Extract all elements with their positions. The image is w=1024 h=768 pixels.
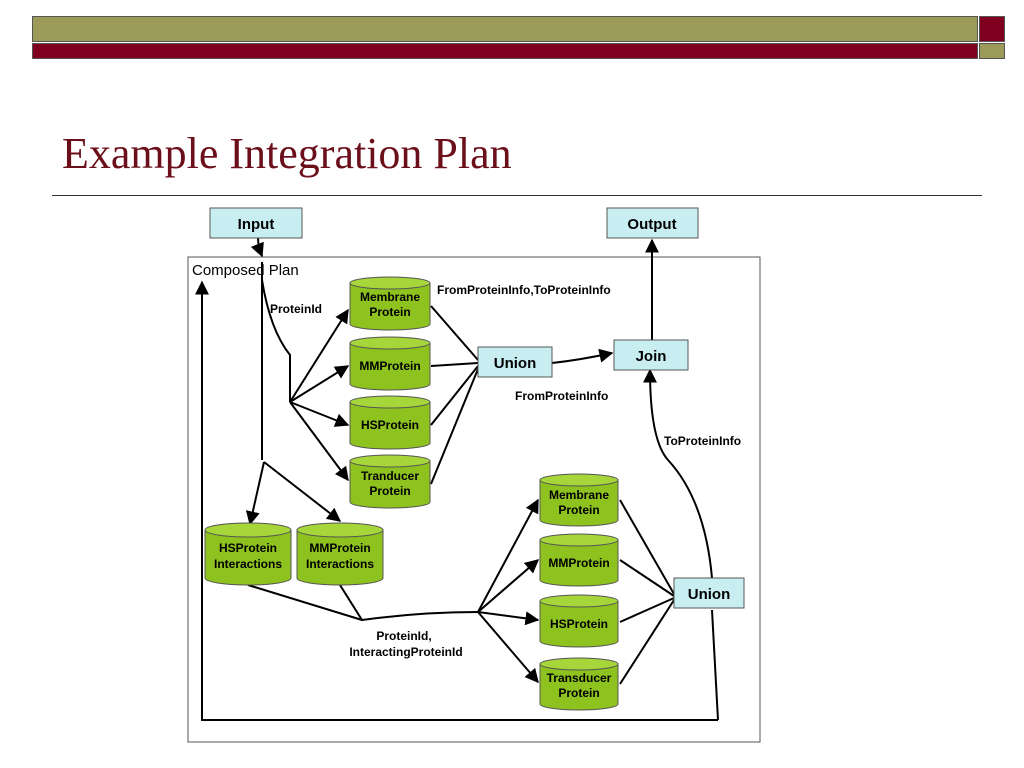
output-label: Output: [627, 216, 676, 233]
source-label-line1: MMProtein: [359, 359, 420, 373]
join-box: Join: [613, 339, 689, 371]
source-top-tranducer-protein: Tranducer Protein: [349, 454, 431, 509]
header-square-red: [979, 16, 1005, 42]
title-rule: [52, 195, 982, 196]
connectors: [195, 237, 719, 721]
union-bottom-label: Union: [688, 586, 731, 603]
source-label-line1: Transducer: [547, 671, 612, 685]
source-bottom-hsprotein: HSProtein: [539, 594, 619, 648]
source-bottom-mmprotein: MMProtein: [539, 533, 619, 587]
source-top-hsprotein: HSProtein: [349, 395, 431, 450]
source-label-line1: HSProtein: [550, 617, 608, 631]
header-square-olive: [979, 43, 1005, 59]
source-label-line2: Protein: [369, 484, 410, 498]
composed-plan-frame: [187, 256, 761, 743]
source-label-line1: MMProtein: [309, 541, 370, 555]
source-label-line2: Protein: [558, 503, 599, 517]
source-label-line1: Tranducer: [361, 469, 419, 483]
slide-title: Example Integration Plan: [62, 129, 512, 178]
source-bottom-transducer-protein: Transducer Protein: [539, 657, 619, 711]
source-label-line2: Protein: [369, 305, 410, 319]
source-label-line1: Membrane: [360, 290, 420, 304]
source-label-line1: HSProtein: [361, 418, 419, 432]
source-label-line1: HSProtein: [219, 541, 277, 555]
edge-label-from-to-protein-info: FromProteinInfo,ToProteinInfo: [437, 283, 611, 297]
union-top-label: Union: [494, 355, 537, 372]
source-label-line2: Interactions: [214, 557, 282, 571]
output-box: Output: [606, 207, 699, 239]
source-top-membrane-protein: Membrane Protein: [349, 276, 431, 331]
input-box: Input: [209, 207, 303, 239]
edge-label-protein-id-interacting-1: ProteinId,: [376, 629, 431, 643]
edge-label-protein-id-interacting-2: InteractingProteinId: [349, 645, 462, 659]
header-bar-olive: [32, 16, 978, 42]
union-top-box: Union: [477, 346, 553, 378]
source-label-line1: MMProtein: [548, 556, 609, 570]
header-bar-red: [32, 43, 978, 59]
composed-plan-label: Composed Plan: [192, 262, 299, 279]
join-label: Join: [636, 348, 667, 365]
source-mmprotein-interactions: MMProtein Interactions: [296, 522, 384, 586]
source-top-mmprotein: MMProtein: [349, 336, 431, 391]
input-label: Input: [238, 216, 275, 233]
edge-label-from-protein-info: FromProteinInfo: [515, 389, 608, 403]
source-hsprotein-interactions: HSProtein Interactions: [204, 522, 292, 586]
source-label-line2: Interactions: [306, 557, 374, 571]
edge-label-protein-id: ProteinId: [270, 302, 322, 316]
edge-label-to-protein-info: ToProteinInfo: [664, 434, 741, 448]
source-label-line1: Membrane: [549, 488, 609, 502]
source-bottom-membrane-protein: Membrane Protein: [539, 473, 619, 527]
source-label-line2: Protein: [558, 686, 599, 700]
union-bottom-box: Union: [673, 577, 745, 609]
